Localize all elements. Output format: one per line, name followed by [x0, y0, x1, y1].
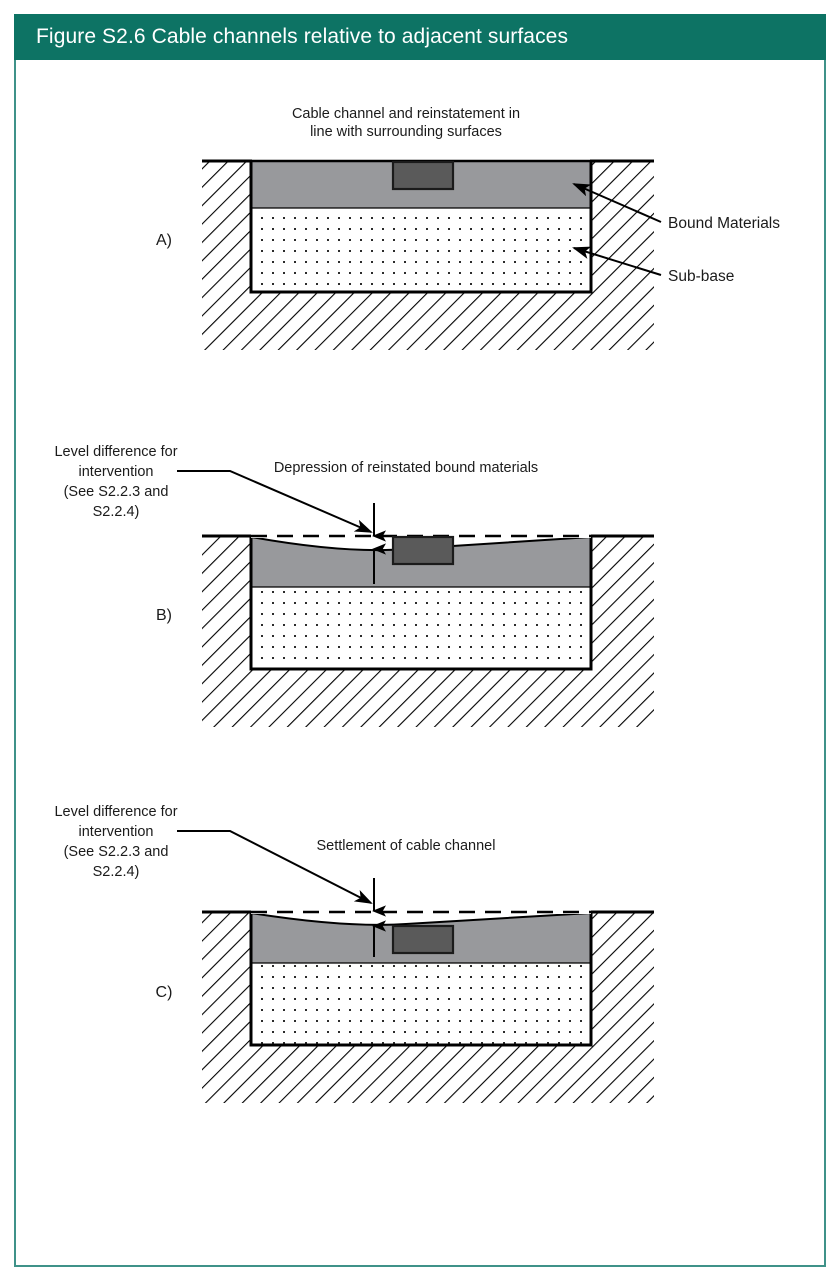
panel-a-label-sub-base: Sub-base [668, 268, 734, 285]
panel-b-level-note: Level difference for intervention (See S… [54, 444, 177, 520]
panel-a-sub-base-layer [251, 208, 591, 292]
panel-b-level-note-line1: Level difference for [54, 444, 177, 460]
panel-a-label-bound-materials: Bound Materials [668, 215, 780, 232]
figure-canvas: Cable channel and reinstatement in line … [54, 106, 780, 1103]
panel-b-level-note-leader [177, 470, 373, 533]
panel-c-level-note-line2: intervention [79, 824, 154, 840]
figure-header-banner: Figure S2.6 Cable channels relative to a… [14, 14, 826, 60]
panel-c-surface-line [250, 912, 592, 926]
panel-b-sub-base-layer [251, 587, 591, 669]
panel-c-caption-line1: Settlement of cable channel [317, 838, 496, 854]
page-title: Figure S2.6 Cable channels relative to a… [36, 25, 569, 48]
panel-a-caption-line2: line with surrounding surfaces [310, 124, 502, 140]
panel-c: Settlement of cable channel C) Level dif… [54, 804, 654, 1103]
panel-b-cable-channel [391, 535, 455, 566]
panel-c-sub-base-layer [251, 963, 591, 1045]
panel-c-level-note-line4: S2.2.4) [93, 864, 140, 880]
panel-a-ground-hatching [202, 161, 654, 350]
panel-c-ground-hatching [202, 912, 654, 1103]
panel-c-id: C) [156, 984, 173, 1001]
panel-b-level-note-line4: S2.2.4) [93, 504, 140, 520]
panel-c-trench-outline [249, 912, 593, 1047]
panel-c-level-note-line1: Level difference for [54, 804, 177, 820]
panel-b-trench-outline [249, 536, 593, 671]
panel-c-level-note: Level difference for intervention (See S… [54, 804, 177, 880]
figure-content-frame: Cable channel and reinstatement in line … [14, 60, 826, 1267]
panel-a-trench-outline [249, 161, 593, 294]
panel-c-level-note-line3: (See S2.2.3 and [64, 844, 169, 860]
panel-a-bound-materials-leader [572, 183, 662, 223]
panel-b-ground-hatching [202, 536, 654, 727]
panel-a-caption-line1: Cable channel and reinstatement in [292, 106, 520, 122]
panel-c-cable-channel [391, 924, 455, 955]
panel-a-sub-base-leader [572, 246, 662, 276]
panel-b-level-note-line2: intervention [79, 464, 154, 480]
panel-b-caption-line1: Depression of reinstated bound materials [274, 460, 538, 476]
panel-b-id: B) [156, 607, 172, 624]
panel-a-cable-channel [391, 160, 455, 191]
panel-b: Depression of reinstated bound materials… [54, 444, 654, 727]
panel-c-level-note-leader [177, 830, 373, 904]
panel-b-level-note-line3: (See S2.2.3 and [64, 484, 169, 500]
panel-a: Cable channel and reinstatement in line … [156, 106, 780, 350]
panel-a-id: A) [156, 232, 172, 249]
